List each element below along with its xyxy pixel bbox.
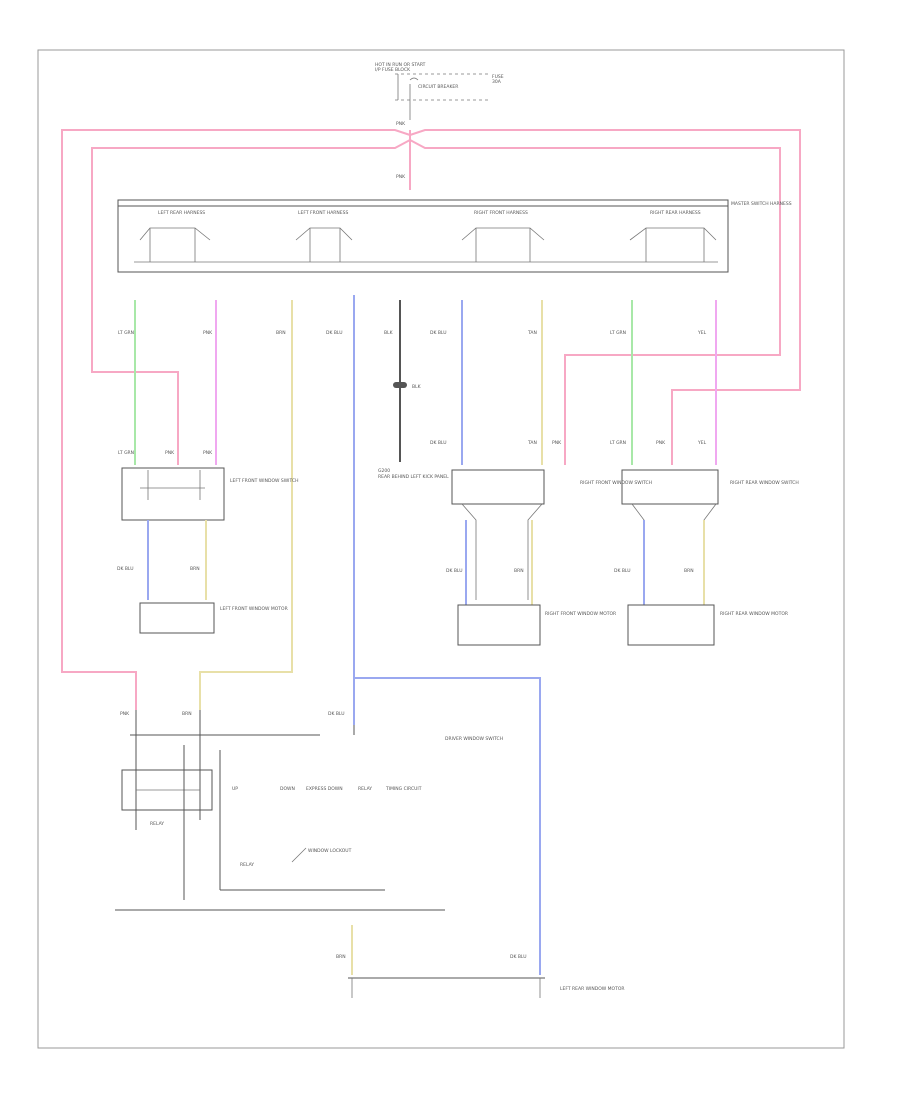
driver-wire-pnk: PNK (120, 711, 130, 717)
lr-motor-label: LEFT REAR WINDOW MOTOR (560, 986, 625, 992)
label-left-rear: LEFT REAR HARNESS (158, 210, 205, 216)
lf-switch-label: LEFT FRONT WINDOW SWITCH (230, 478, 299, 484)
rr-wire-brn: BRN (684, 568, 694, 574)
lf-switch-box (121, 467, 225, 521)
wire-label-pnk-1: PNK (203, 330, 213, 336)
wire-label-lt-grn-4: LT GRN (610, 440, 626, 446)
fuse-label: FUSE (492, 74, 504, 80)
driver-wire-dk-blu: DK BLU (328, 711, 345, 717)
harness-label: MASTER SWITCH HARNESS (731, 201, 792, 207)
switch-symbol-left-rear (139, 227, 211, 262)
ground-splice (393, 382, 407, 388)
lockout-switch-symbol (291, 847, 307, 863)
module-title: DRIVER WINDOW SWITCH (445, 736, 503, 742)
driver-window-module: PNK BRN DK BLU RELAY UP DOWN EXPRESS DOW… (120, 710, 503, 900)
rr-wire-dk-blu: DK BLU (614, 568, 631, 574)
module-express-label: EXPRESS DOWN (306, 786, 343, 792)
right-rear-window-switch: RIGHT REAR WINDOW SWITCH DK BLU BRN RIGH… (614, 469, 799, 646)
splice-top-label: PNK (396, 121, 406, 127)
lf-wire-brn: BRN (190, 566, 200, 572)
wire-label-pnk-5: PNK (656, 440, 666, 446)
lf-wire-dk-blu: DK BLU (117, 566, 134, 572)
pnk-left-inner (91, 139, 411, 465)
circuit-breaker-symbol (409, 77, 419, 81)
lf-switch-contacts (140, 470, 205, 500)
header-line1: HOT IN RUN OR START (375, 62, 426, 68)
pnk-right-outer (409, 129, 801, 465)
pink-feed-wires: PNK PNK (61, 121, 801, 710)
wire-label-pnk-2: PNK (165, 450, 175, 456)
switch-symbol-right-rear (629, 227, 717, 262)
rf-switch-label: RIGHT FRONT WINDOW SWITCH (580, 480, 652, 486)
wire-label-lt-grn-2: LT GRN (610, 330, 626, 336)
master-switch-harness: MASTER SWITCH HARNESS LEFT REAR HARNESS … (117, 199, 792, 273)
pnk-left-outer (61, 129, 411, 710)
wire-label-dk-blu-3: DK BLU (430, 440, 447, 446)
rf-wire-brn: BRN (514, 568, 524, 574)
wire-label-lt-grn-1: LT GRN (118, 330, 134, 336)
module-relay-label-3: RELAY (240, 862, 254, 868)
driver-wire-brn: BRN (182, 711, 192, 717)
ground-label: G200 (378, 468, 390, 474)
rf-switch-contacts (461, 503, 543, 600)
module-relay-label-2: RELAY (358, 786, 372, 792)
bus-wire-label: PNK (396, 174, 406, 180)
left-rear-window-motor: BRN DK BLU LEFT REAR WINDOW MOTOR (115, 909, 625, 998)
label-right-front: RIGHT FRONT HARNESS (474, 210, 528, 216)
wire-label-lt-grn-3: LT GRN (118, 450, 134, 456)
left-front-window-switch: LEFT FRONT WINDOW SWITCH DK BLU BRN LEFT… (117, 467, 299, 634)
header-line2: I/P FUSE BLOCK (375, 67, 411, 73)
wire-label-tan-1: TAN (527, 330, 537, 336)
switch-symbol-left-front (295, 227, 353, 262)
rr-switch-box (621, 469, 719, 505)
wire-label-dk-blu-2: DK BLU (430, 330, 447, 336)
diagram-frame (37, 49, 845, 1049)
harness-output-wires: LT GRN PNK BRN DK BLU BLK DK BLU TAN LT … (118, 295, 717, 975)
fuse-block-header: HOT IN RUN OR START I/P FUSE BLOCK FUSE … (375, 62, 504, 120)
right-front-window-switch: RIGHT FRONT WINDOW SWITCH DK BLU BRN RIG… (446, 469, 652, 646)
wire-label-brn-1: BRN (276, 330, 286, 336)
switch-symbol-right-front (461, 227, 545, 262)
wire-label-tan-2: TAN (527, 440, 537, 446)
module-relay-box (121, 769, 213, 811)
lr-wire-dk-blu: DK BLU (510, 954, 527, 960)
rf-motor-box (457, 604, 541, 646)
module-timing-label: TIMING CIRCUIT (385, 786, 422, 792)
wire-label-pnk-4: PNK (552, 440, 562, 446)
module-up-label: UP (232, 786, 238, 792)
module-down-label: DOWN (280, 786, 295, 792)
pnk-right-inner (409, 139, 781, 465)
lf-motor-box (139, 602, 215, 634)
rr-motor-box (627, 604, 715, 646)
header-note: CIRCUIT BREAKER (418, 84, 458, 90)
rf-motor-label: RIGHT FRONT WINDOW MOTOR (545, 611, 616, 617)
module-relay-label: RELAY (150, 821, 164, 827)
tan-wire-driver (199, 300, 293, 710)
rr-switch-label: RIGHT REAR WINDOW SWITCH (730, 480, 799, 486)
dk-blu-wire-rear (353, 295, 541, 975)
lf-motor-label: LEFT FRONT WINDOW MOTOR (220, 606, 288, 612)
ground-g200: BLK G200 REAR BEHIND LEFT KICK PANEL (378, 382, 449, 480)
label-left-front: LEFT FRONT HARNESS (298, 210, 348, 216)
ground-wire-label: BLK (412, 384, 422, 390)
harness-box (117, 199, 729, 273)
fuse-amp: 30A (492, 79, 502, 85)
wire-label-pnk-3: PNK (203, 450, 213, 456)
ground-note: REAR BEHIND LEFT KICK PANEL (378, 474, 449, 480)
lr-wire-brn: BRN (336, 954, 346, 960)
lockout-label: WINDOW LOCKOUT (308, 848, 352, 854)
wire-label-dk-blu-1: DK BLU (326, 330, 343, 336)
rr-motor-label: RIGHT REAR WINDOW MOTOR (720, 611, 788, 617)
rf-switch-box (451, 469, 545, 505)
wire-label-blk-1: BLK (384, 330, 394, 336)
wire-label-yel-1: YEL (697, 330, 707, 336)
wire-label-yel-2: YEL (697, 440, 707, 446)
label-right-rear: RIGHT REAR HARNESS (650, 210, 701, 216)
rf-wire-dk-blu: DK BLU (446, 568, 463, 574)
